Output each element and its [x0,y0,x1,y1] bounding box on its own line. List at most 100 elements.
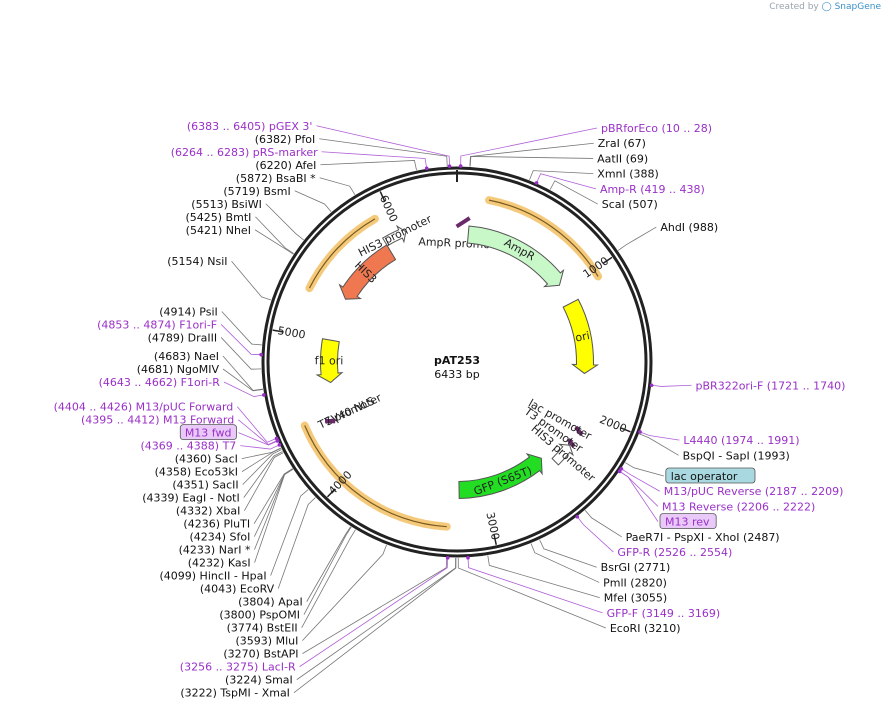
site-label-4789-draiii[interactable]: (4789) DraIII [148,331,218,344]
site-label-3224-smai[interactable]: (3224) SmaI [225,674,293,687]
site-label-amp-r-419-438[interactable]: Amp-R (419 .. 438) [600,183,705,196]
leader-zrai-67 [469,142,594,167]
leader-scai-507 [549,180,598,205]
site-label-4233-nari[interactable]: (4233) NarI * [179,544,251,557]
site-label-zrai-67[interactable]: ZraI (67) [598,137,646,150]
leader-5513-bsiwi [265,203,304,241]
site-label-4232-kasi[interactable]: (4232) KasI [188,557,251,570]
site-label-4404-4426-m13-puc-forward[interactable]: (4404 .. 4426) M13/pUC Forward [54,401,234,414]
site-label-4681-ngomiv[interactable]: (4681) NgoMIV [137,363,220,376]
primer-site-mark [277,443,282,447]
leader-3270-bstapi [302,557,448,654]
site-label-6382-pfoi[interactable]: (6382) PfoI [255,133,316,146]
site-label-5425-bmti[interactable]: (5425) BmtI [185,211,251,224]
ruler-tick-4000 [326,488,336,498]
site-label-xmni-388[interactable]: XmnI (388) [597,168,659,181]
ruler-tick-3000 [493,533,497,545]
site-label-m13-fwd[interactable]: M13 fwd [179,424,237,441]
site-label-6264-6283-prs-marker[interactable]: (6264 .. 6283) pRS-marker [171,146,318,159]
site-label-text: (5872) BsaBI * [236,172,316,185]
site-label-text: (4332) XbaI [176,505,241,518]
site-label-4360-saci[interactable]: (4360) SacI [175,453,238,466]
leader-6382-pfoi [319,138,448,167]
site-label-4643-4662-f1ori-r[interactable]: (4643 .. 4662) F1ori-R [99,376,221,389]
site-label-text: (3774) BstEII [227,622,298,635]
label-badge [179,424,237,441]
site-label-pbrforeco-10-28[interactable]: pBRforEco (10 .. 28) [601,122,712,135]
site-label-ahdi-988[interactable]: AhdI (988) [660,221,718,234]
site-label-5421-nhei[interactable]: (5421) NheI [186,224,251,237]
site-label-4358-eco53ki[interactable]: (4358) Eco53kI [155,466,238,479]
site-label-4369-4388-t7[interactable]: (4369 .. 4388) T7 [141,440,237,453]
leader-5872-bsabi [319,177,356,195]
site-label-3256-3275-laci-r[interactable]: (3256 .. 3275) LacI-R [180,661,296,674]
site-label-5154-nsii[interactable]: (5154) NsiI [167,255,227,268]
site-label-bspqi-sapi-1993[interactable]: BspQI - SapI (1993) [683,449,790,462]
site-label-scai-507[interactable]: ScaI (507) [602,198,658,211]
site-label-pbr322ori-f-1721-1740[interactable]: pBR322ori-F (1721 .. 1740) [696,379,846,392]
leader-l4440-1974-1991 [639,431,680,441]
site-label-3222-tspmi-xmai[interactable]: (3222) TspMI - XmaI [180,687,290,700]
site-label-text: (6383 .. 6405) pGEX 3' [187,120,313,133]
site-label-pmli-2820[interactable]: PmlI (2820) [603,576,667,589]
site-label-4043-ecorv[interactable]: (4043) EcoRV [200,583,275,596]
site-label-4853-4874-f1ori-f[interactable]: (4853 .. 4874) F1ori-F [97,318,217,331]
site-label-lac-operator[interactable]: lac operator [665,467,756,484]
site-label-m13-puc-reverse-2187-2209[interactable]: M13/pUC Reverse (2187 .. 2209) [664,485,844,498]
site-label-4351-sacii[interactable]: (4351) SacII [172,479,238,492]
site-label-mfei-3055[interactable]: MfeI (3055) [604,592,667,605]
plasmid-name: pAT253 [434,354,480,367]
site-label-text: (4643 .. 4662) F1ori-R [99,376,221,389]
site-label-4236-pluti[interactable]: (4236) PluTI [183,518,250,531]
site-label-4332-xbai[interactable]: (4332) XbaI [176,505,241,518]
site-label-3804-apai[interactable]: (3804) ApaI [238,596,303,609]
site-label-ecori-3210[interactable]: EcoRI (3210) [610,622,681,635]
leader-4099-hincii-hpai [270,489,309,576]
site-label-m13-reverse-2206-2222[interactable]: M13 Reverse (2206 .. 2222) [662,500,815,513]
site-label-4234-sfoi[interactable]: (4234) SfoI [189,531,250,544]
site-label-gfp-f-3149-3169[interactable]: GFP-F (3149 .. 3169) [607,607,721,620]
site-label-5719-bsmi[interactable]: (5719) BsmI [223,185,290,198]
leader-3774-bsteii [301,529,356,628]
site-label-5513-bsiwi[interactable]: (5513) BsiWI [191,198,262,211]
leader-amp-r-419-438 [536,173,597,190]
leader-4914-psii [221,311,262,346]
site-label-gfp-r-2526-2554[interactable]: GFP-R (2526 .. 2554) [617,546,732,559]
site-label-3800-pspomi[interactable]: (3800) PspOMI [219,609,300,622]
site-label-5872-bsabi[interactable]: (5872) BsaBI * [236,172,316,185]
site-label-3270-bstapi[interactable]: (3270) BstAPI [223,648,298,661]
site-label-6220-afei[interactable]: (6220) AfeI [255,159,316,172]
site-label-bsrgi-2771[interactable]: BsrGI (2771) [601,561,671,574]
leader-4043-ecorv [277,497,316,589]
site-label-text: (4681) NgoMIV [137,363,220,376]
site-label-4914-psii[interactable]: (4914) PsiI [159,305,218,318]
site-label-text: (4351) SacII [172,479,238,492]
site-label-4683-naei[interactable]: (4683) NaeI [154,350,219,363]
site-label-aatii-69[interactable]: AatII (69) [597,152,648,165]
leader-bspqi-sapi-1993 [639,433,679,456]
primer-site-mark [534,181,539,185]
feature-arrow [382,224,407,247]
site-label-text: BsrGI (2771) [601,561,671,574]
site-label-m13-rev[interactable]: M13 rev [659,513,717,530]
site-label-3774-bsteii[interactable]: (3774) BstEII [227,622,298,635]
site-label-4395-4412-m13-forward[interactable]: (4395 .. 4412) M13 Forward [81,414,234,427]
site-label-l4440-1974-1991[interactable]: L4440 (1974 .. 1991) [683,434,799,447]
feature-label: f1 ori [315,354,344,367]
site-label-4339-eagi-noti[interactable]: (4339) EagI - NotI [142,492,239,505]
site-label-text: Amp-R (419 .. 438) [600,183,705,196]
site-label-text: (4236) PluTI [183,518,250,531]
site-label-paer7i-pspxi-xhoi-2487[interactable]: PaeR7I - PspXI - XhoI (2487) [626,531,780,544]
leader-5154-nsii [231,260,272,301]
site-label-3593-mlui[interactable]: (3593) MluI [236,635,299,648]
site-label-text: lac operator [671,470,738,483]
label-badge [659,513,717,530]
leader-4351-sacii [242,449,282,485]
site-label-4099-hincii-hpai[interactable]: (4099) HincII - HpaI [159,570,266,583]
site-label-6383-6405-pgex-3[interactable]: (6383 .. 6405) pGEX 3' [187,120,313,133]
feature-arrow [458,452,543,499]
primer-site-mark [458,164,463,168]
feature-mark [325,418,336,424]
highlight-line-1 [304,425,447,528]
